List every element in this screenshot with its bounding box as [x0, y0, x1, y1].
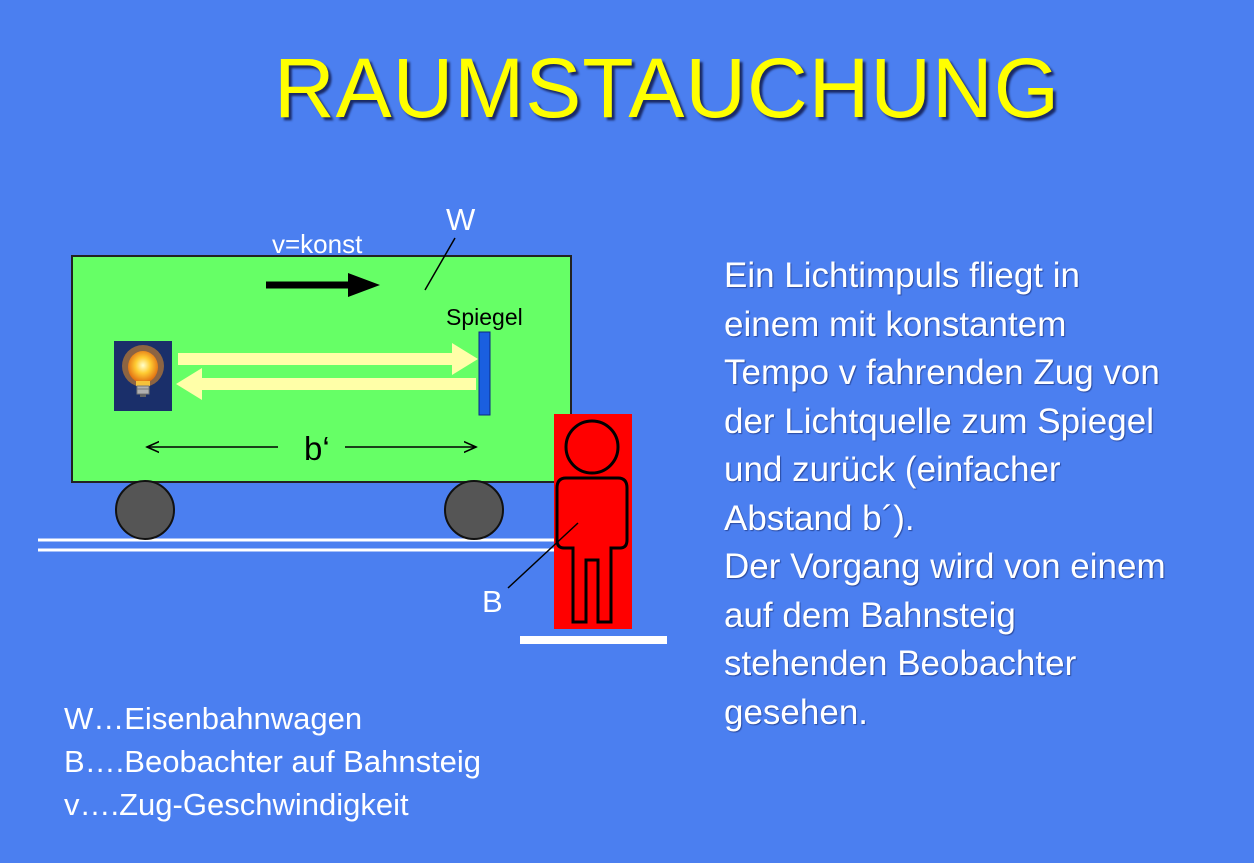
wagon-wheel-left — [115, 480, 175, 540]
description-line: auf dem Bahnsteig — [724, 595, 1016, 635]
description-text: Ein Lichtimpuls fliegt in einem mit kons… — [724, 252, 1244, 737]
legend-item-velocity: v….Zug-Geschwindigkeit — [64, 787, 409, 822]
velocity-arrow — [266, 273, 380, 297]
light-bulb-icon — [114, 341, 172, 411]
description-line: einem mit konstantem — [724, 304, 1067, 344]
description-line: Der Vorgang wird von einem — [724, 547, 1166, 586]
description-line: Ein Lichtimpuls fliegt in — [724, 256, 1080, 295]
mirror — [478, 331, 491, 416]
wagon-pointer-line — [424, 237, 456, 291]
slide-title: RAUMSTAUCHUNG — [273, 41, 1061, 135]
observer-figure — [555, 419, 629, 624]
description-line: der Lichtquelle zum Spiegel — [724, 401, 1154, 441]
mirror-label: Spiegel — [446, 304, 523, 330]
description-line: stehenden Beobachter — [724, 644, 1077, 683]
legend-item-observer: B….Beobachter auf Bahnsteig — [64, 744, 482, 779]
platform — [520, 636, 667, 644]
description-line: gesehen. — [724, 692, 869, 732]
description-line: und zurück (einfacher — [724, 450, 1061, 489]
description-line: Tempo v fahrenden Zug von — [724, 353, 1160, 392]
light-beam-return — [176, 368, 476, 400]
wagon-label: W — [446, 202, 476, 237]
light-beam-forward — [178, 343, 478, 375]
distance-label: b‘ — [304, 430, 330, 467]
rails — [38, 538, 556, 552]
description-line: Abstand b´). — [724, 498, 915, 538]
observer-pointer-line — [507, 522, 579, 589]
legend-item-wagon: W…Eisenbahnwagen — [64, 701, 363, 736]
legend: W…Eisenbahnwagen B….Beobachter auf Bahns… — [64, 697, 481, 826]
observer-label: B — [482, 584, 503, 619]
velocity-label: v=konst — [272, 229, 363, 259]
wagon-wheel-right — [444, 480, 504, 540]
